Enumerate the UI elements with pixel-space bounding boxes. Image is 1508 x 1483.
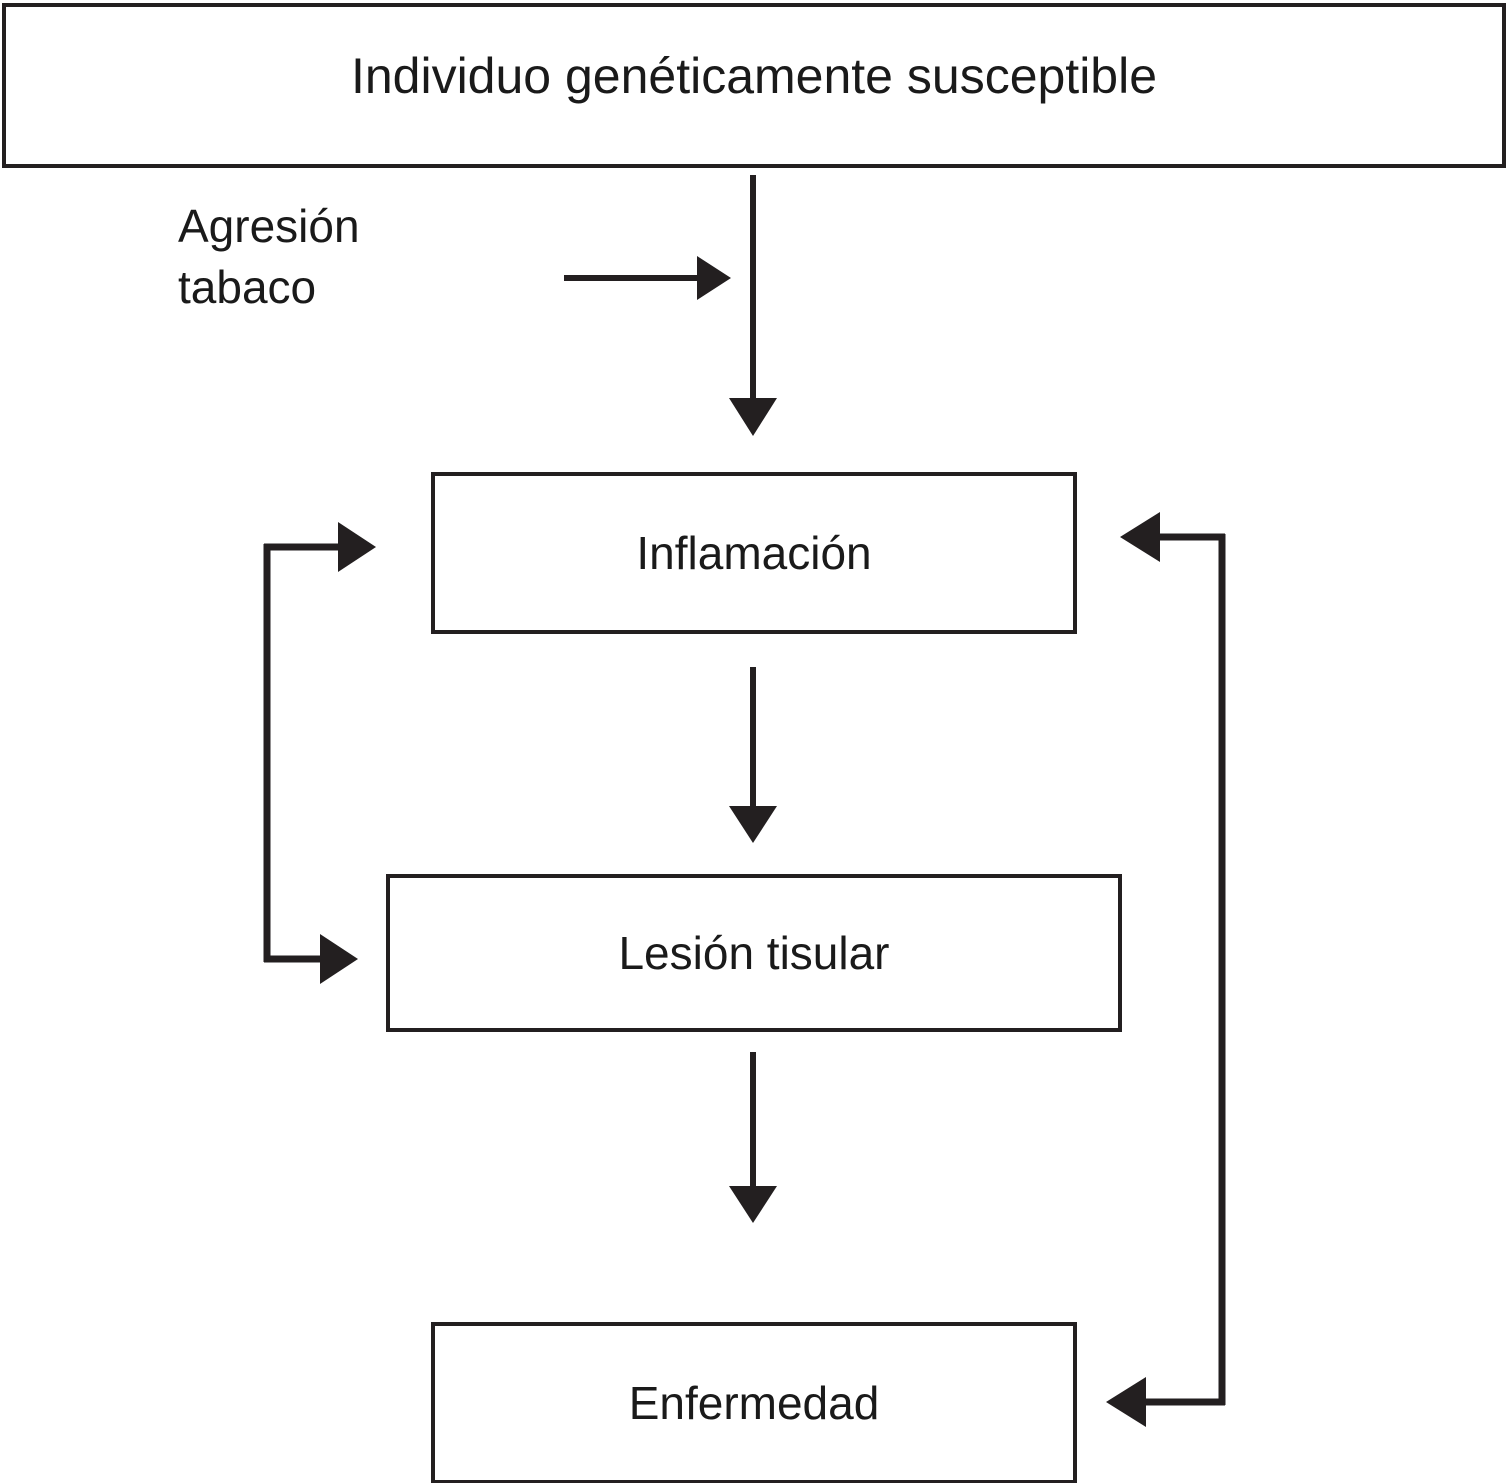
node-label-individuo-susceptible: Individuo genéticamente susceptible [350,48,1158,104]
edge-left-feedback-loop [263,522,376,984]
edge-lesion-to-enfermedad [729,1052,777,1223]
edge-top-to-inflamacion [729,175,777,436]
node-label-inflamacion: Inflamación [636,526,872,579]
node-label-lesion-tisular: Lesión tisular [618,926,890,979]
edge-inflamacion-to-lesion [729,667,777,843]
annotation-agresion-tabaco: Agresión tabaco [178,200,360,313]
edge-right-feedback-loop [1106,512,1226,1427]
edge-agresion-to-main [564,256,731,300]
node-individuo-susceptible[interactable]: Individuo genéticamente susceptible [2,3,1506,168]
node-inflamacion[interactable]: Inflamación [431,472,1077,634]
node-enfermedad[interactable]: Enfermedad [431,1322,1077,1483]
node-label-enfermedad: Enfermedad [628,1376,880,1429]
node-lesion-tisular[interactable]: Lesión tisular [386,874,1122,1032]
